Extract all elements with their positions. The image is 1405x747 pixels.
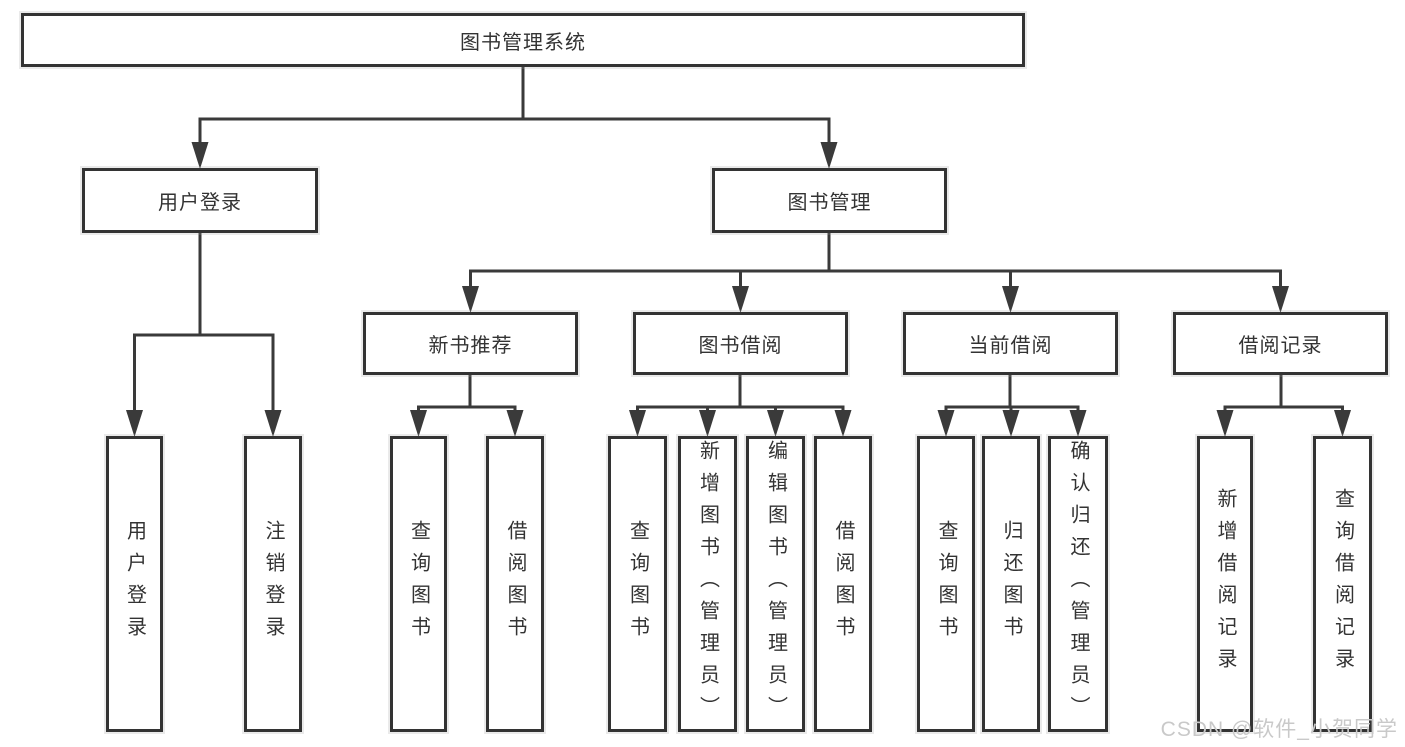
node-book-borrow: 图书借阅 [633, 312, 848, 375]
node-label: 借阅记录 [1238, 335, 1323, 357]
node-borrow-records: 借阅记录 [1173, 312, 1388, 375]
connector-book-borrow [636, 375, 845, 414]
leaf-query-borrow-record: 查询借阅记录 [1313, 436, 1372, 732]
leaf-query-book-1: 查询图书 [390, 436, 447, 732]
leaf-borrow-book-1: 借阅图书 [486, 436, 544, 732]
node-label: 用户登录 [158, 192, 242, 214]
node-label: 新书推荐 [428, 335, 513, 357]
node-label: 新增图书（管理员） [696, 440, 719, 728]
node-label: 借阅图书 [504, 520, 526, 648]
node-book-management: 图书管理 [712, 168, 947, 233]
node-label: 归还图书 [1000, 520, 1022, 648]
connector-new-book [417, 375, 517, 414]
node-label: 图书管理 [787, 192, 872, 214]
leaf-return-book: 归还图书 [982, 436, 1040, 732]
node-label: 新增借阅记录 [1214, 488, 1236, 680]
node-label: 查询图书 [626, 520, 649, 648]
connector-user-login [133, 233, 275, 414]
leaf-borrow-book-2: 借阅图书 [814, 436, 872, 732]
node-library-system: 图书管理系统 [21, 13, 1025, 67]
node-label: 查询借阅记录 [1331, 488, 1354, 680]
node-user-login: 用户登录 [82, 168, 318, 233]
node-label: 编辑图书（管理员） [764, 440, 787, 728]
leaf-logout: 注销登录 [244, 436, 302, 732]
node-label: 图书借阅 [698, 335, 783, 357]
connector-current-borrow [944, 375, 1080, 414]
node-label: 注销登录 [262, 520, 284, 648]
leaf-user-login: 用户登录 [106, 436, 163, 732]
node-new-book-recommend: 新书推荐 [363, 312, 578, 375]
connector-book-management [469, 233, 1282, 290]
leaf-confirm-return-admin: 确认归还（管理员） [1048, 436, 1108, 732]
node-label: 借阅图书 [832, 520, 854, 648]
leaf-edit-book-admin: 编辑图书（管理员） [746, 436, 805, 732]
node-label: 确认归还（管理员） [1067, 440, 1089, 728]
node-label: 用户登录 [123, 520, 146, 648]
node-label: 图书管理系统 [460, 31, 586, 54]
watermark: CSDN @软件_小贺同学 [1160, 718, 1398, 741]
leaf-add-book-admin: 新增图书（管理员） [678, 436, 737, 732]
node-label: 当前借阅 [968, 335, 1053, 357]
connector-root-stem [198, 66, 831, 144]
leaf-query-book-2: 查询图书 [608, 436, 667, 732]
connector-borrow-record [1223, 375, 1344, 414]
leaf-query-book-3: 查询图书 [917, 436, 975, 732]
leaf-add-borrow-record: 新增借阅记录 [1197, 436, 1253, 732]
node-label: 查询图书 [935, 520, 957, 648]
node-current-borrow: 当前借阅 [903, 312, 1118, 375]
node-label: 查询图书 [407, 520, 430, 648]
